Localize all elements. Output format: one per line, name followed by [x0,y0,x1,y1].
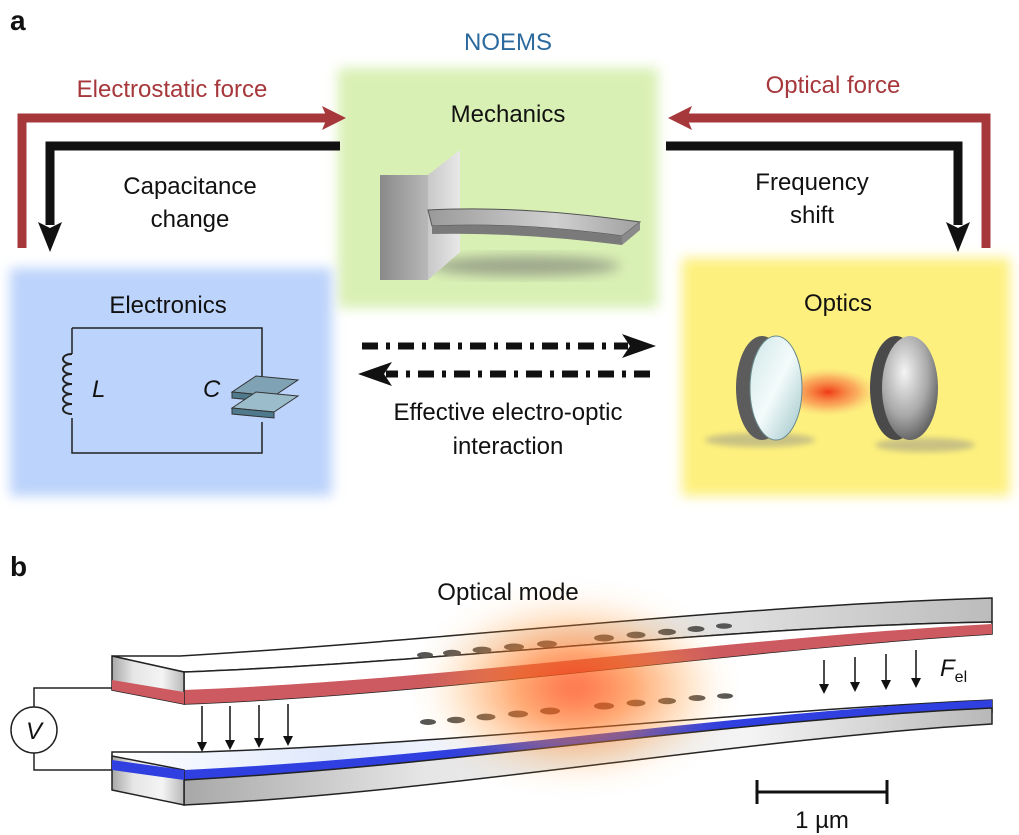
interaction-label: Effective electro-optic [394,399,623,426]
optics-label: Optics [804,290,872,317]
right-mirror [870,336,938,440]
cantilever-illustration [380,150,642,280]
scale-bar-label: 1 µm [795,807,849,834]
voltage-source [10,687,112,771]
noems-header: NOEMS [464,29,552,56]
electronics-label: Electronics [109,292,226,319]
capacitance-change-label: Capacitance [123,173,256,200]
interaction-label-2: interaction [453,433,564,460]
double-beam-structure [111,596,993,806]
force-label: Fel [940,655,967,686]
voltage-label: V [26,718,44,745]
electrostatic-force-arrow [17,106,346,248]
interaction-arrow-right [362,334,656,358]
capacitor-label: C [203,376,221,403]
electrostatic-force-label: Electrostatic force [77,76,268,103]
panel-a-letter: a [10,5,26,36]
force-arrows-right [819,650,921,694]
scale-bar [755,780,889,804]
capacitance-change-label-2: change [151,206,230,233]
interaction-arrow-left [358,362,650,386]
optical-mode-glow [425,596,725,780]
force-arrows-left [197,704,293,752]
inductor-label: L [92,376,105,403]
left-mirror [736,335,803,441]
optical-cavity [705,335,975,452]
force-subscript: el [955,669,967,686]
frequency-shift-label-2: shift [790,202,834,229]
optical-force-label: Optical force [766,72,901,99]
optical-mode-label: Optical mode [437,579,578,606]
optical-force-arrow [668,106,991,248]
frequency-shift-label: Frequency [755,169,868,196]
capacitance-change-arrow [38,141,340,252]
lc-circuit [62,327,300,454]
mechanics-label: Mechanics [451,101,566,128]
inductor-coil [62,353,73,415]
capacitor-plates [230,375,300,419]
panel-b-letter: b [10,551,27,582]
frequency-shift-arrow [666,141,970,252]
